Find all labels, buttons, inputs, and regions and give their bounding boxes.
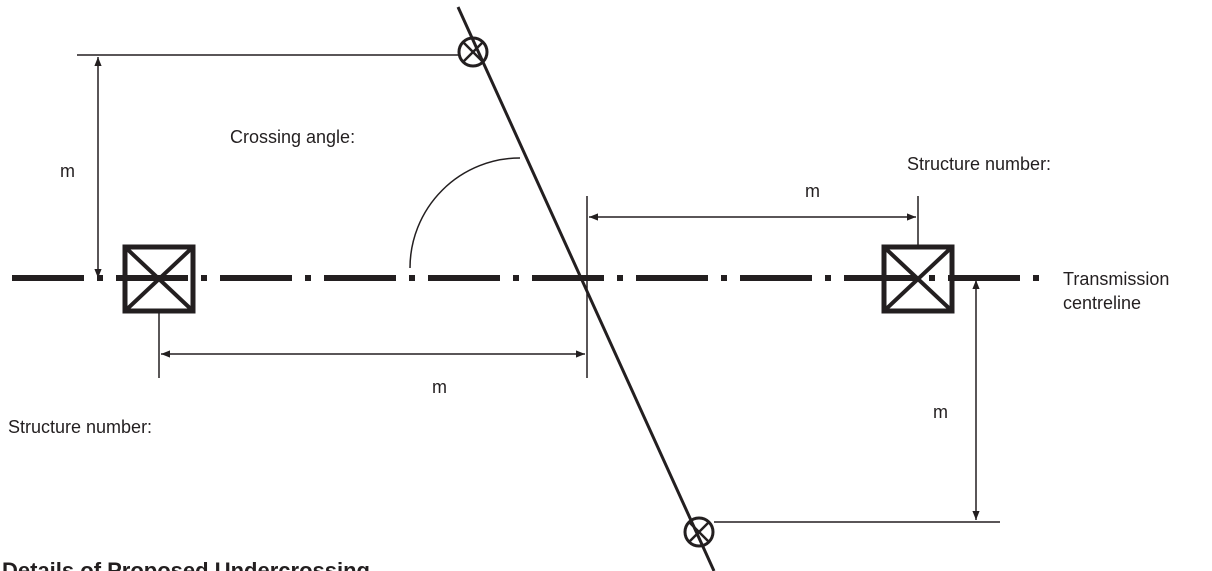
crossing-angle-label: Crossing angle: xyxy=(230,127,355,147)
crossing-line xyxy=(456,6,716,571)
unit-label-top-horizontal: m xyxy=(805,181,820,201)
unit-label-left-vertical: m xyxy=(60,161,75,181)
circle-cross-icon xyxy=(683,516,715,548)
transmission-centreline-label-line2: centreline xyxy=(1063,293,1141,313)
unit-label-bottom-horizontal: m xyxy=(432,377,447,397)
structure-number-label-right: Structure number: xyxy=(907,154,1051,174)
transmission-centreline-label-line1: Transmission xyxy=(1063,269,1169,289)
circle-cross-icon xyxy=(457,36,489,68)
crossing-angle-arc xyxy=(409,157,521,269)
structure-number-label-left: Structure number: xyxy=(8,417,152,437)
section-title: Details of Proposed Undercrossing xyxy=(2,558,370,571)
unit-label-right-vertical: m xyxy=(933,402,948,422)
